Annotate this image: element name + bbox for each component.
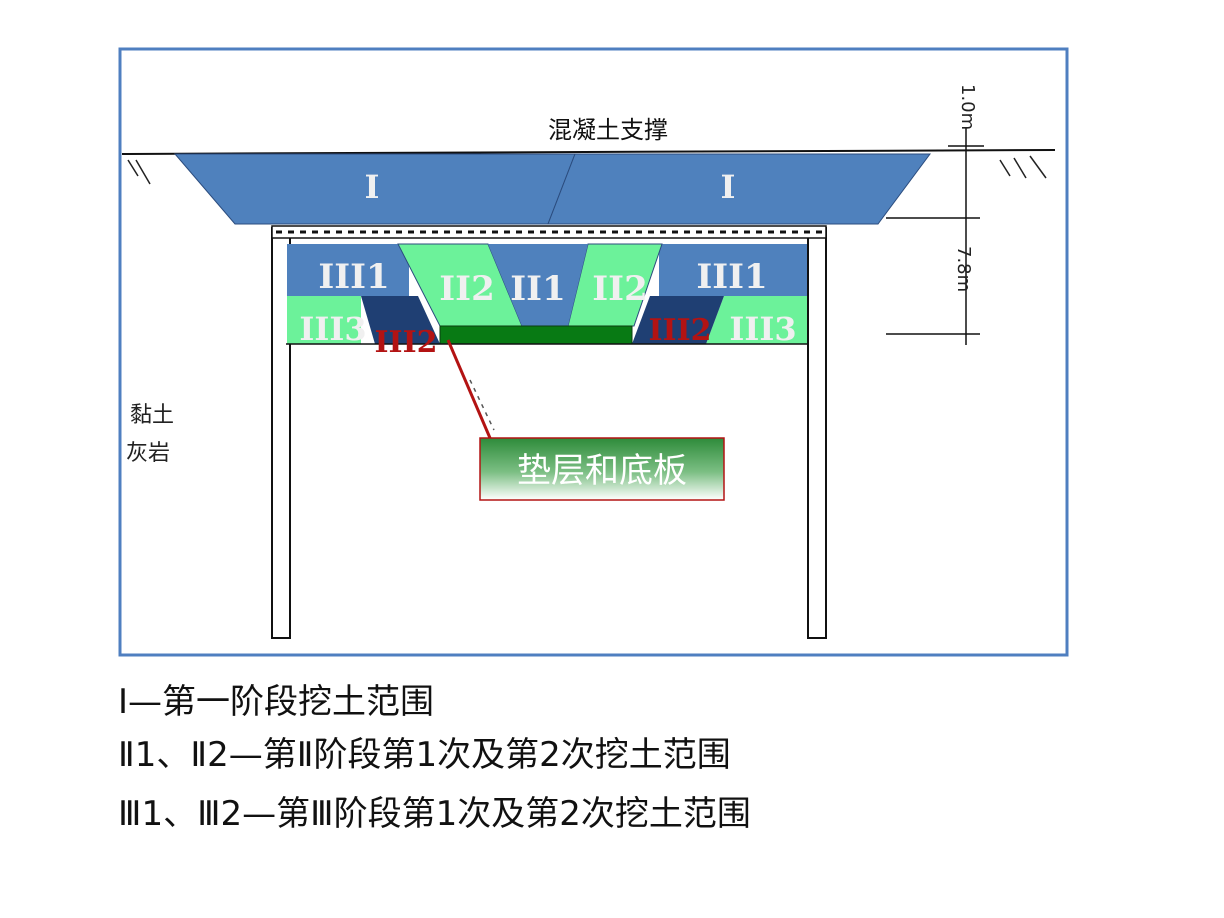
legend-stage-II: Ⅱ1、Ⅱ2—第Ⅱ阶段第1次及第2次挖土范围 xyxy=(118,735,731,775)
zone-I-left-label: I xyxy=(365,168,380,206)
zone-III2-left-label: III2 xyxy=(375,325,438,360)
zone-III1-right xyxy=(659,244,807,296)
ground-line xyxy=(121,149,1056,155)
zone-II2-right xyxy=(567,243,663,327)
zone-I-right-label: I xyxy=(721,168,736,206)
callout-box xyxy=(479,437,725,501)
zone-III3-right-label: III3 xyxy=(729,310,796,348)
dimension-lines xyxy=(886,128,984,345)
concrete-support-beam xyxy=(271,225,827,239)
faint-slope-line xyxy=(469,379,495,431)
zone-III3-left-label: III3 xyxy=(299,310,366,348)
zone-II1 xyxy=(488,244,588,326)
zone-III3-left xyxy=(287,296,361,344)
zone-II1-label: II1 xyxy=(510,269,565,309)
side-label-line2: 灰岩 xyxy=(126,441,170,466)
zone-II2-right-label: II2 xyxy=(592,269,647,309)
dimension-mid-label: 7.8m xyxy=(953,246,974,292)
zone-II2-left-label: II2 xyxy=(439,269,494,309)
zone-III1-left-label: III1 xyxy=(318,257,389,297)
right-diaphragm-wall xyxy=(807,227,827,639)
legend-stage-III: Ⅲ1、Ⅲ2—第Ⅲ阶段第1次及第2次挖土范围 xyxy=(118,794,751,834)
zone-III2-right-label: III2 xyxy=(649,313,712,348)
dimension-top-label: 1.0m xyxy=(957,84,978,130)
zone-III1-right-label: III1 xyxy=(696,257,767,297)
side-label-line1: 黏土 xyxy=(130,403,174,428)
zone-III2-right xyxy=(632,296,724,344)
zone-III2-left xyxy=(361,296,440,344)
zone-III1-left xyxy=(287,244,409,296)
concrete-support-label: 混凝土支撑 xyxy=(548,116,668,144)
callout-text: 垫层和底板 xyxy=(517,451,687,491)
soil-hatching xyxy=(127,155,1047,185)
zone-I-right xyxy=(547,153,931,225)
zone-III3-right xyxy=(706,296,807,344)
base-slab xyxy=(439,325,633,345)
legend-stage-I: Ⅰ—第一阶段挖土范围 xyxy=(118,682,435,722)
callout-leader xyxy=(446,339,492,439)
